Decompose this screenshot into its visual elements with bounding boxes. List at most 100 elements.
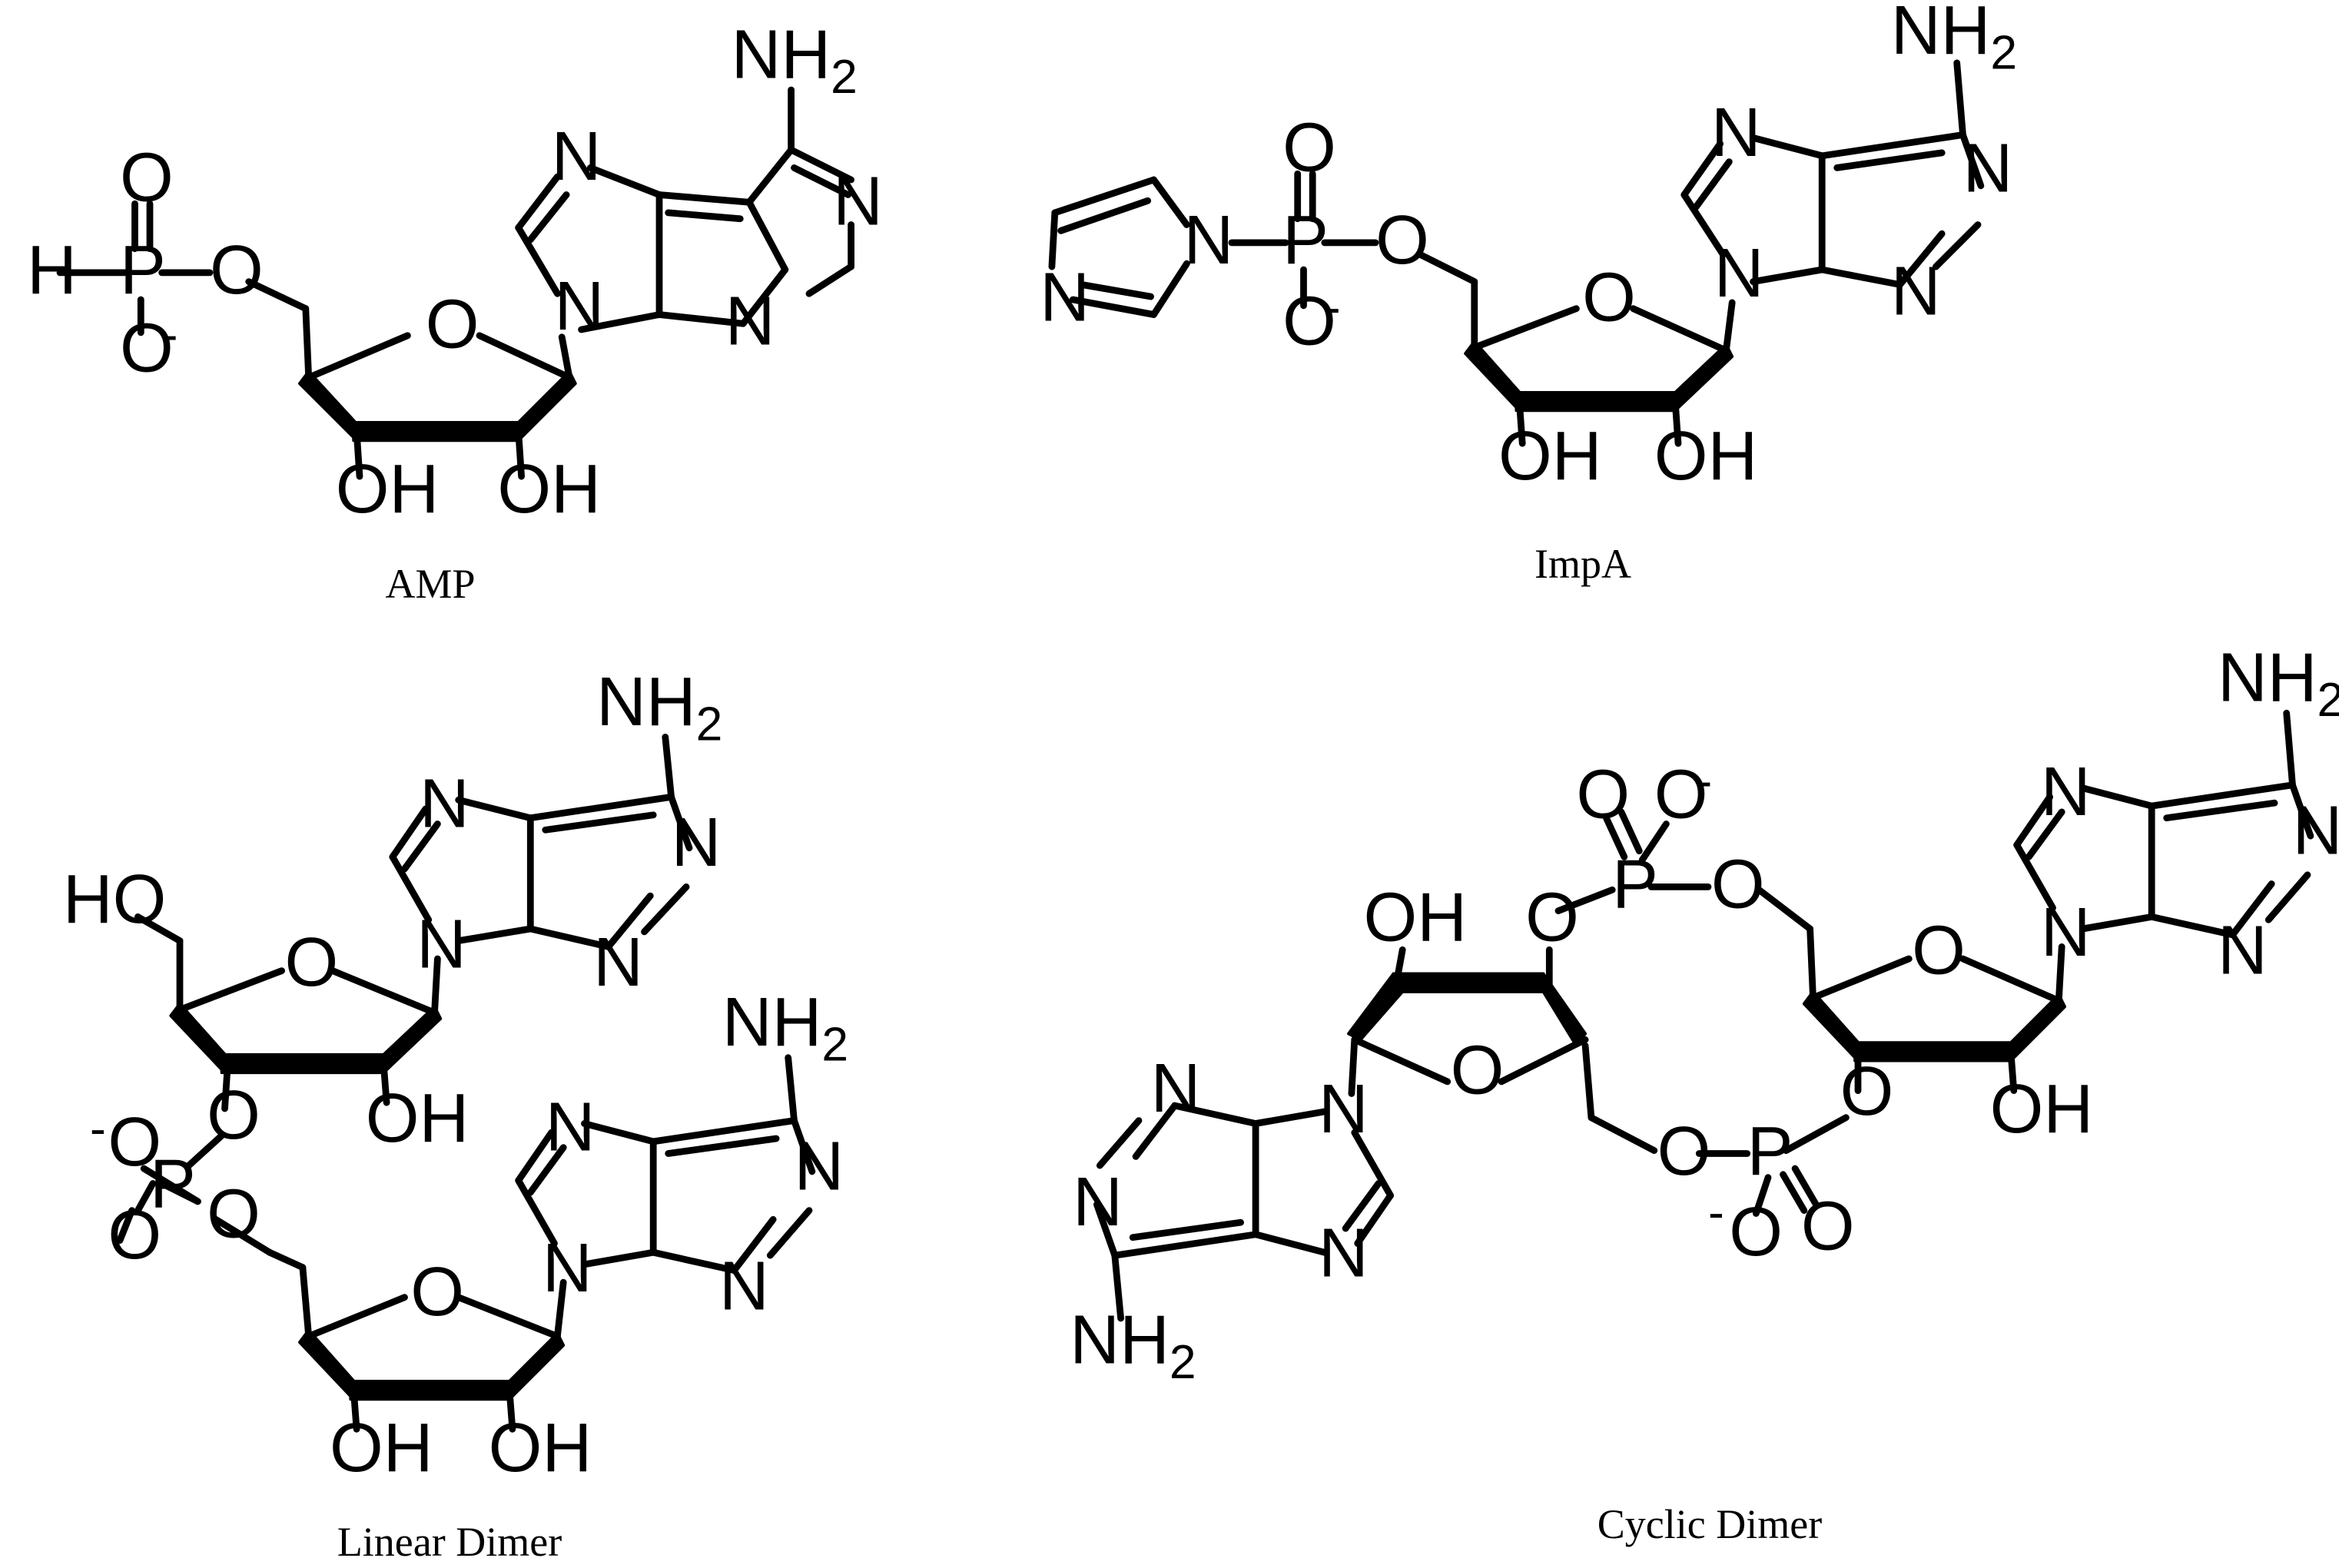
upper-phosphate: [1554, 808, 1712, 914]
ribose-ring: [245, 278, 577, 480]
atom-n9-right: N: [2041, 894, 2091, 971]
atom-o-minus-lower: O: [1729, 1194, 1783, 1271]
phosphate-group: [56, 200, 214, 336]
lower-ribose: [266, 1248, 566, 1433]
atom-p-lower: P: [1747, 1113, 1793, 1190]
phosphate-group: [1228, 170, 1478, 310]
charge-minus-lower: -: [1708, 1186, 1724, 1239]
lower-phosphate: [1581, 1042, 1850, 1217]
phosphodiester-linker: [116, 1132, 274, 1256]
imidazole-ring: [1048, 176, 1190, 318]
atom-o-5-right: O: [1711, 847, 1765, 923]
atom-oh-3: OH: [1654, 418, 1758, 495]
atom-n3-lower: N: [719, 1248, 769, 1324]
atom-n1-right: N: [2292, 792, 2339, 869]
caption-impa: ImpA: [1534, 541, 1631, 587]
cyclic-atom-labels: P O O - O O OH O O OH O P O O - O N N N …: [1070, 640, 2339, 1389]
linear-atom-labels: HO O OH O P O - O O O OH OH N N N N NH2 …: [63, 664, 848, 1487]
caption-amp: AMP: [385, 561, 475, 607]
atom-oh-2: OH: [1498, 418, 1602, 495]
atom-n3-upper: N: [593, 924, 643, 1001]
adenine-base: [515, 86, 854, 333]
charge-minus: -: [1325, 281, 1341, 334]
molecule-cyclic-dimer: P O O - O O OH O O OH O P O O - O N N N …: [1070, 640, 2339, 1389]
left-ribose: [1347, 946, 1589, 1097]
atom-o-ring-right: O: [1912, 912, 1966, 989]
atom-o-ring-lower: O: [410, 1254, 464, 1331]
atom-oh-lower-3: OH: [489, 1410, 592, 1487]
atom-n1: N: [1962, 131, 2012, 207]
atom-ho-5: HO: [63, 861, 167, 938]
atom-n3: N: [1891, 254, 1941, 330]
atom-o-minus: O: [1282, 283, 1336, 360]
atom-o-ring: O: [426, 286, 479, 363]
atom-nh2: NH2: [732, 16, 858, 103]
left-adenine: [1093, 1102, 1394, 1322]
atom-o-3-left: O: [1525, 880, 1579, 956]
atom-n9-upper: N: [416, 907, 466, 983]
atom-nh2: NH2: [1891, 0, 2017, 80]
atom-o-double-lower: O: [1801, 1188, 1855, 1265]
atom-o-3-upper: O: [207, 1077, 260, 1154]
atom-p-upper: P: [1612, 847, 1658, 923]
atom-n3-left: N: [1151, 1050, 1201, 1127]
atom-o-double: O: [120, 139, 174, 216]
atom-oh-lower-2: OH: [330, 1410, 433, 1487]
molecule-impa: N N P O O - O O OH OH N N N N NH2: [1040, 0, 2017, 495]
atom-oh-right: OH: [1990, 1071, 2094, 1148]
atom-p: P: [150, 1146, 196, 1223]
caption-cyclic-dimer: Cyclic Dimer: [1597, 1501, 1822, 1547]
atom-n9: N: [554, 268, 604, 345]
atom-n7-upper: N: [420, 765, 469, 842]
atom-o-minus: O: [120, 310, 174, 387]
upper-ribose: [134, 913, 443, 1112]
atom-n9: N: [1714, 235, 1764, 312]
atom-n1-upper: N: [672, 804, 722, 881]
lower-adenine: [515, 1054, 816, 1340]
charge-minus: -: [162, 308, 178, 361]
atom-nh2-left: NH2: [1070, 1301, 1196, 1389]
charge-minus: -: [90, 1102, 106, 1155]
atom-o-ester: O: [1375, 202, 1429, 279]
atom-o-minus: O: [108, 1104, 161, 1181]
molecule-linear-dimer: HO O OH O P O - O O O OH OH N N N N NH2 …: [63, 664, 848, 1487]
atom-o-ring-left: O: [1451, 1032, 1505, 1109]
atom-o-minus-upper: O: [1654, 757, 1708, 834]
atom-n9-lower: N: [542, 1230, 592, 1307]
atom-nh2-right: NH2: [2218, 640, 2339, 727]
atom-o-5-lower: O: [207, 1176, 260, 1253]
atom-n1-left: N: [1073, 1164, 1123, 1241]
atom-n-imidazole-3: N: [1040, 259, 1090, 336]
atom-nh2-upper: NH2: [596, 664, 722, 751]
caption-linear-dimer: Linear Dimer: [337, 1519, 562, 1565]
right-ribose: [1755, 886, 2067, 1094]
atom-n3-right: N: [2218, 912, 2268, 989]
atom-nh2-lower: NH2: [722, 984, 848, 1072]
atom-h: H: [27, 232, 77, 309]
atom-o-3-right: O: [1840, 1053, 1894, 1130]
atom-oh-upper: OH: [366, 1080, 469, 1157]
atom-n7-right: N: [2041, 754, 2091, 830]
atom-o-double-upper: O: [1576, 757, 1630, 834]
atom-n3: N: [725, 283, 775, 360]
adenine-base: [1680, 59, 1985, 288]
atom-o-ring: O: [1582, 259, 1636, 336]
charge-minus-upper: -: [1696, 754, 1712, 807]
atom-p: P: [1282, 202, 1329, 279]
upper-adenine: [389, 734, 693, 1016]
right-adenine: [2013, 709, 2314, 1004]
atom-n1: N: [833, 163, 883, 240]
molecule-amp: H P O O - O O OH OH N N N N NH2: [27, 16, 883, 528]
atom-n7: N: [552, 118, 602, 195]
atom-n7-left: N: [1319, 1215, 1369, 1291]
atom-n7: N: [1711, 94, 1761, 171]
atom-o-ring-upper: O: [284, 924, 338, 1001]
atom-n-imidazole-1: N: [1183, 202, 1233, 279]
atom-p: P: [120, 232, 166, 309]
atom-o-5-left: O: [1657, 1113, 1711, 1190]
impa-atom-labels: N N P O O - O O OH OH N N N N NH2: [1040, 0, 2017, 495]
atom-n9-left: N: [1319, 1071, 1369, 1148]
atom-n7-lower: N: [546, 1089, 596, 1166]
